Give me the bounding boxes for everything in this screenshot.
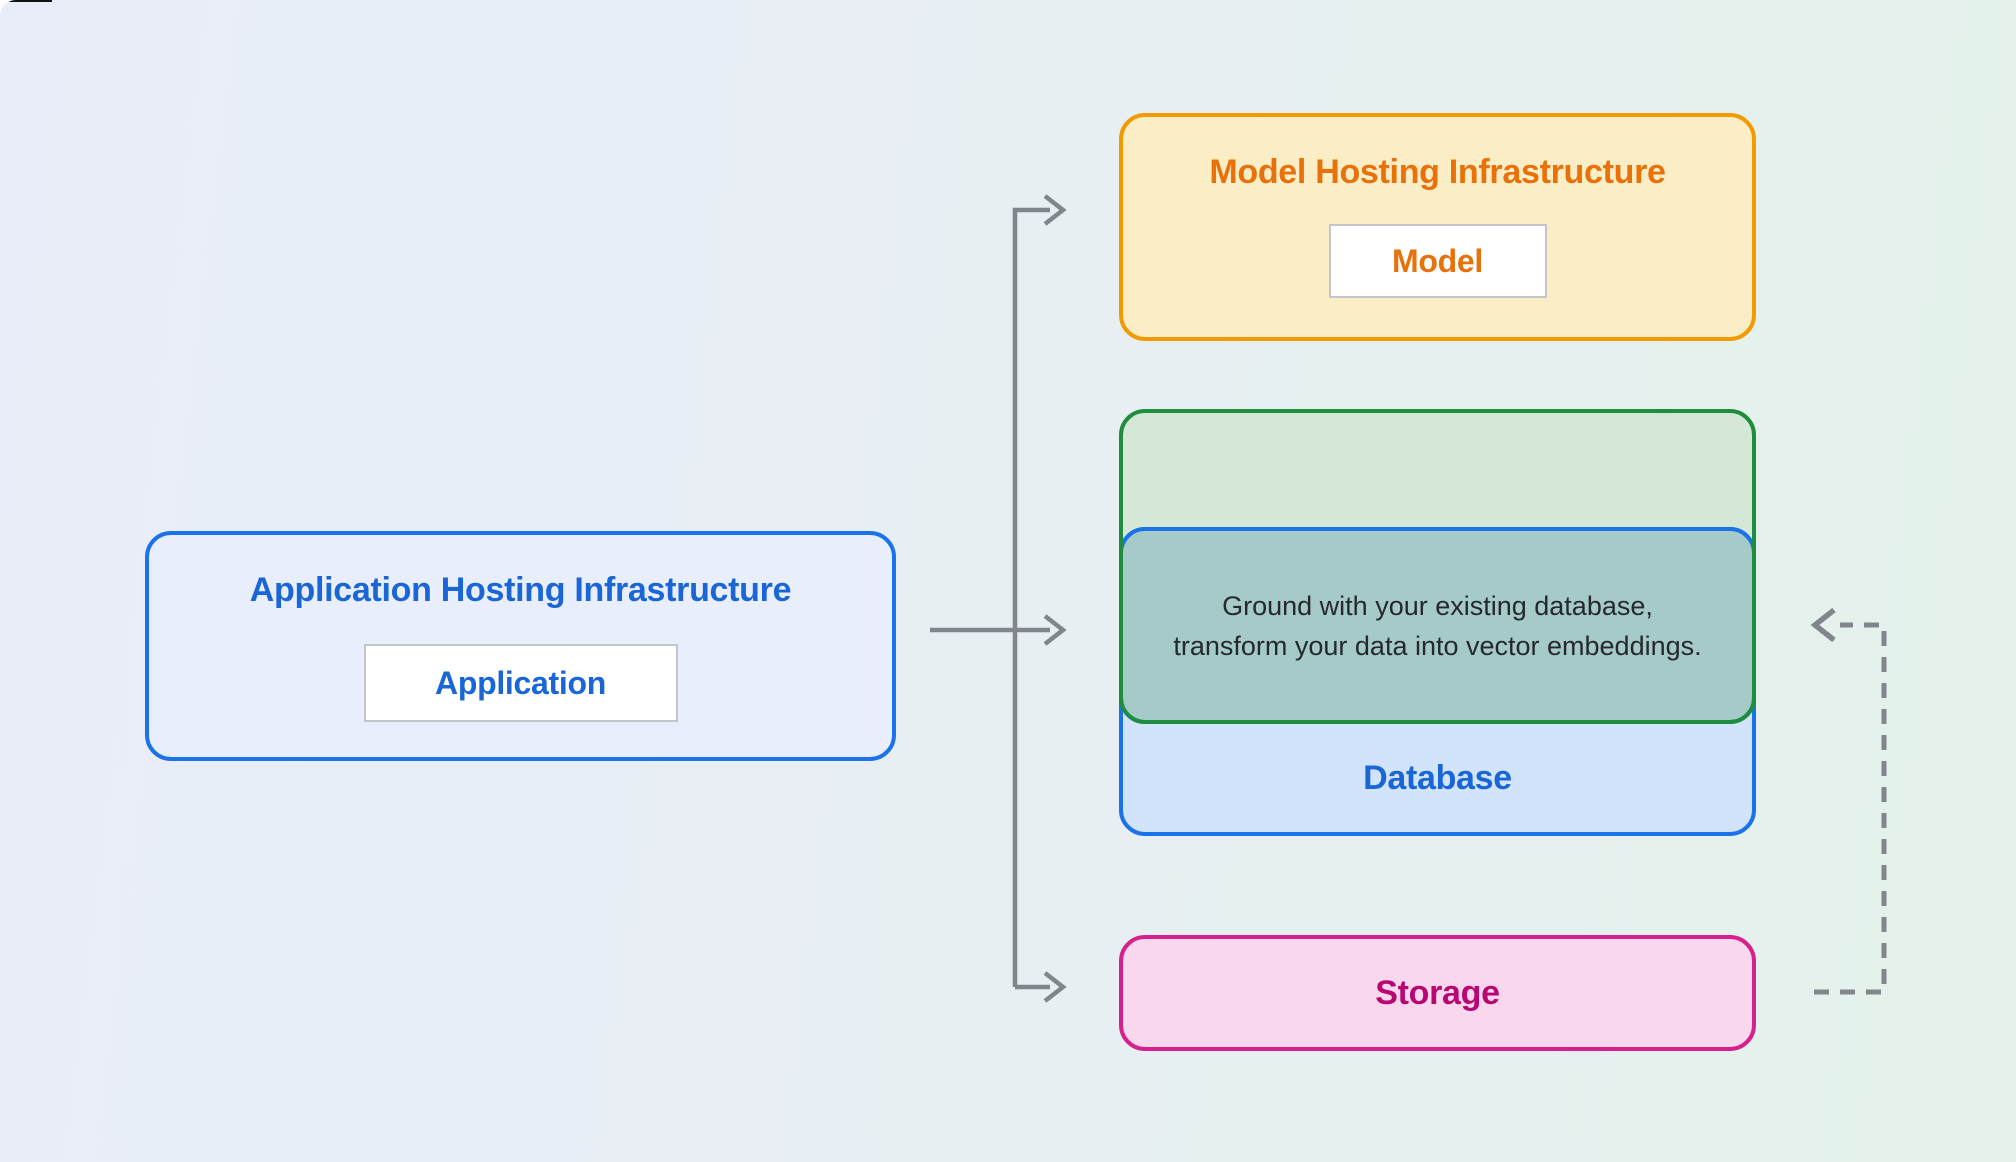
model-hosting-title: Model Hosting Infrastructure (1209, 153, 1666, 191)
grounding-header-fill (1119, 409, 1756, 535)
application-chip-label: Application (435, 664, 606, 701)
screen-edge-artifact (8, 0, 52, 2)
grounding-description: Ground with your existing database, tran… (1173, 590, 1702, 661)
model-hosting-box: Model Hosting Infrastructure Model (1119, 113, 1756, 341)
model-chip-label: Model (1392, 242, 1483, 279)
storage-box: Storage (1119, 935, 1756, 1051)
storage-label: Storage (1375, 973, 1500, 1012)
grounding-solution-group: Database Ground with your existing datab… (1119, 409, 1756, 836)
arrowhead-to-model-icon (1043, 194, 1067, 226)
arrowhead-to-grounding-icon (1043, 614, 1067, 646)
grounding-overlap-box: Ground with your existing database, tran… (1119, 527, 1756, 724)
storage-to-grounding-dashed-line (1814, 622, 1887, 995)
application-hosting-title: Application Hosting Infrastructure (249, 571, 792, 609)
application-hosting-box: Application Hosting Infrastructure Appli… (145, 531, 896, 761)
trunk-connector-line (1012, 207, 1050, 987)
arrowhead-to-storage-icon (1043, 971, 1067, 1003)
dashed-arrowhead-to-grounding-icon (1810, 607, 1836, 643)
database-label: Database (1363, 759, 1512, 797)
model-chip: Model (1328, 224, 1547, 298)
application-chip: Application (363, 644, 678, 722)
